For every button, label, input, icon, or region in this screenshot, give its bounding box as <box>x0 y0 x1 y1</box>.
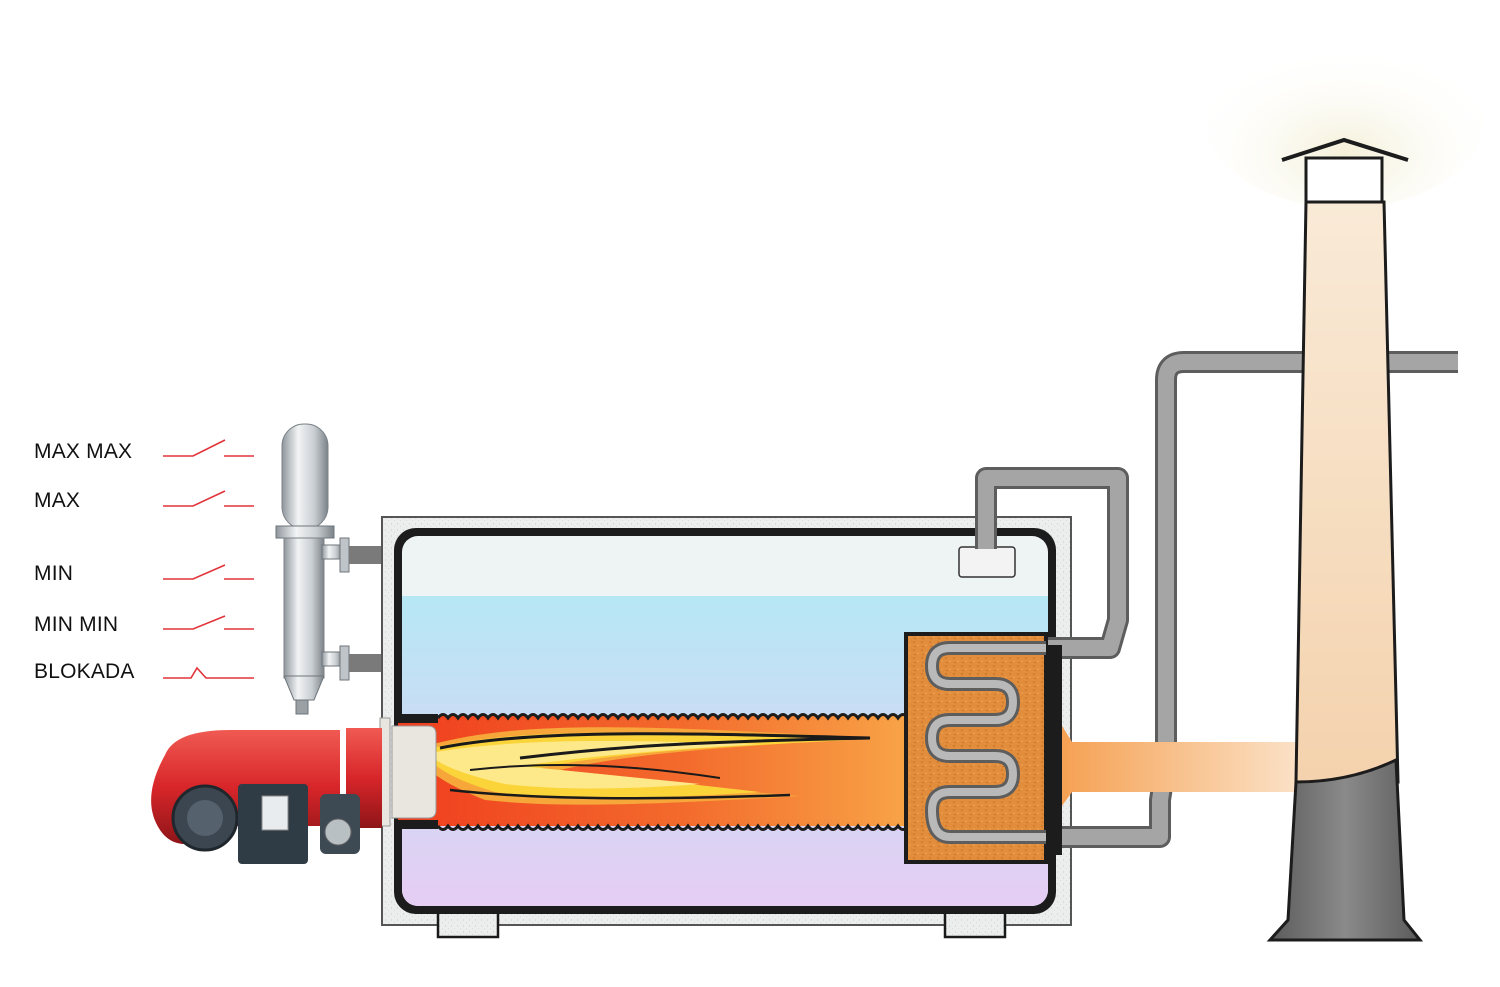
switch-line-minmin <box>163 615 254 630</box>
switch-label-max: MAX <box>34 489 81 512</box>
switch-label-blokada: BLOKADA <box>34 660 135 683</box>
flame <box>430 727 871 805</box>
flue-duct <box>1046 700 1300 828</box>
switch-line-max <box>163 490 254 507</box>
switch-label-min: MIN <box>34 562 74 585</box>
switch-line-blokada <box>163 666 254 679</box>
switch-line-maxmax <box>163 439 254 457</box>
level-switch-lines <box>163 439 254 679</box>
switch-label-maxmax: MAX MAX <box>34 440 133 463</box>
economizer-coil <box>904 632 1062 864</box>
switch-label-minmin: MIN MIN <box>34 613 119 636</box>
chimney-stack <box>1205 28 1485 942</box>
level-column-icon <box>275 423 383 715</box>
switch-line-min <box>163 564 254 580</box>
burner-icon <box>151 717 437 864</box>
